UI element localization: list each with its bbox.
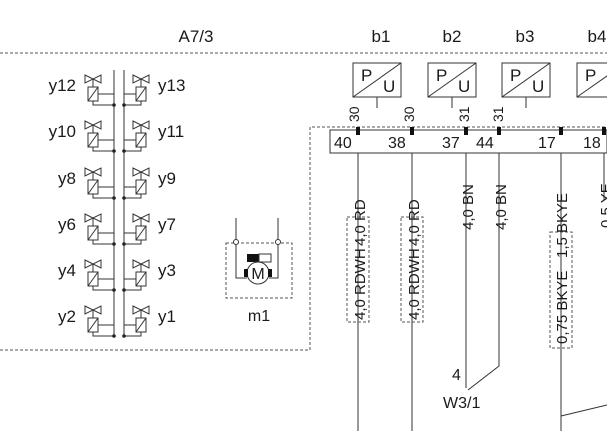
wire-text-44: 4,0 BN xyxy=(493,184,510,230)
valve-y4 xyxy=(84,259,116,292)
svg-text:U: U xyxy=(458,77,470,96)
svg-text:U: U xyxy=(383,77,395,96)
valve-y11 xyxy=(122,120,150,153)
valve-y2 xyxy=(84,305,116,338)
motor-symbol: M xyxy=(251,266,264,283)
sensor-pin-b2: 30 xyxy=(401,106,417,122)
valve-label-y1: y1 xyxy=(158,307,176,326)
sensor-pin-b4: 31 xyxy=(490,106,506,122)
pressure-sensor-b4: P xyxy=(576,62,607,98)
motor-m1 xyxy=(225,218,293,299)
splice-label: W3/1 xyxy=(443,395,480,412)
module-label: A7/3 xyxy=(179,27,214,46)
wire-text-38: 4,0 RD xyxy=(406,199,423,246)
wire-17-branch xyxy=(560,404,607,417)
valve-y13 xyxy=(122,74,150,107)
valve-y10 xyxy=(84,120,116,153)
connector-pin-44: 44 xyxy=(476,135,494,152)
svg-text:P: P xyxy=(510,66,521,85)
module-boundary xyxy=(0,126,607,351)
sensor-pin-b1: 30 xyxy=(346,106,362,122)
connector-pin-40: 40 xyxy=(334,135,352,152)
svg-text:P: P xyxy=(585,66,596,85)
valve-block xyxy=(113,70,125,335)
valve-label-y10: y10 xyxy=(49,122,76,141)
valve-y8 xyxy=(84,167,116,200)
connector-strip xyxy=(329,127,607,154)
valve-label-y3: y3 xyxy=(158,261,176,280)
wire-text-40: 4,0 RD xyxy=(352,199,369,246)
wire-text-17: 1,5 BKYE xyxy=(554,193,571,258)
valve-label-y7: y7 xyxy=(158,215,176,234)
sensor-label-b2: b2 xyxy=(443,27,462,46)
sensor-pin-b3: 31 xyxy=(456,106,472,122)
connector-pin-17: 17 xyxy=(538,135,556,152)
sensor-label-b1: b1 xyxy=(372,27,391,46)
valve-label-y4: y4 xyxy=(58,261,76,280)
wire-text-38-lower: 4,0 RDWH xyxy=(406,248,423,320)
svg-text:U: U xyxy=(532,77,544,96)
splice-count: 4 xyxy=(452,367,461,384)
wire-spec-box-40 xyxy=(346,216,370,323)
wire-text-37: 4,0 BN xyxy=(460,184,477,230)
valve-label-y2: y2 xyxy=(58,307,76,326)
wire-text-17-lower: 0,75 BKYE xyxy=(554,271,571,344)
valve-label-y12: y12 xyxy=(49,76,76,95)
valve-label-y13: y13 xyxy=(158,76,185,95)
valve-label-y9: y9 xyxy=(158,169,176,188)
svg-text:P: P xyxy=(436,66,447,85)
motor-label: m1 xyxy=(248,308,270,325)
valve-y7 xyxy=(122,213,150,246)
splice-lead-2 xyxy=(467,235,500,391)
valve-label-y8: y8 xyxy=(58,169,76,188)
svg-text:P: P xyxy=(361,66,372,85)
valve-y3 xyxy=(122,259,150,292)
wire-spec-box-38 xyxy=(400,216,424,323)
valve-label-y11: y11 xyxy=(158,122,184,141)
connector-pin-37: 37 xyxy=(442,135,460,152)
valve-y12 xyxy=(84,74,116,107)
sensor-label-b4: b4 xyxy=(588,27,607,46)
valve-column-right: y13 y11 y9 y7 y3 y1 xyxy=(122,74,185,338)
valve-column-left: y12 y10 y8 y6 y4 y2 xyxy=(49,74,116,338)
sensor-label-b3: b3 xyxy=(516,27,535,46)
pressure-sensor-b2: P U xyxy=(427,62,477,98)
valve-y9 xyxy=(122,167,150,200)
valve-label-y6: y6 xyxy=(58,215,76,234)
wire-spec-box-17 xyxy=(549,231,573,349)
valve-y6 xyxy=(84,213,116,246)
pressure-sensor-b3: P U xyxy=(501,62,551,98)
wire-text-18: 0,5 YE xyxy=(598,183,607,228)
valve-y1 xyxy=(122,305,150,338)
connector-pin-38: 38 xyxy=(388,135,406,152)
pressure-sensor-b1: P U xyxy=(352,62,402,98)
wire-text-40-lower: 4,0 RDWH xyxy=(352,248,369,320)
connector-pin-18: 18 xyxy=(583,135,601,152)
